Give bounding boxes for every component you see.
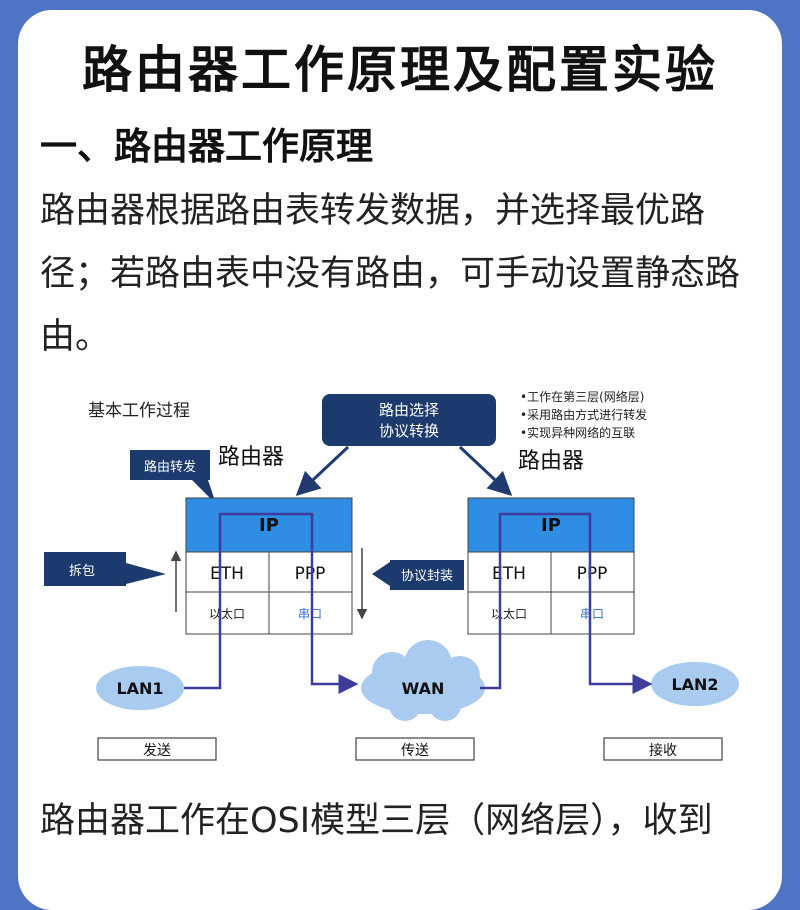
router1-serial-port: 串口 [298, 607, 322, 621]
process-label: 基本工作过程 [88, 401, 190, 421]
wan-cloud [361, 640, 485, 721]
step-receive [603, 737, 723, 761]
router2-ppp: PPP [577, 564, 608, 584]
tag-routing-forward-label: 路由转发 [144, 459, 196, 475]
step-receive-label: 接收 [649, 742, 677, 759]
router2-eth-port: 以太口 [491, 606, 527, 621]
page-title: 路由器工作原理及配置实验 [82, 41, 718, 99]
tag-unpack-label: 拆包 [69, 564, 95, 579]
tag-encapsulation-label: 协议封装 [401, 569, 453, 584]
top-box-line-2: 协议转换 [379, 422, 439, 440]
step-transfer-label: 传送 [401, 743, 429, 759]
step-send-label: 发送 [143, 743, 171, 759]
flow-path-router1 [184, 512, 359, 694]
note-3: •实现异种网络的互联 [520, 425, 635, 440]
arrow-to-router-2 [458, 445, 513, 497]
tag-unpack [44, 552, 126, 586]
router1-ip-layer [185, 497, 353, 553]
router-label-1: 路由器 [218, 445, 284, 470]
routing-selection-box [322, 394, 496, 446]
section-heading: 一、路由器工作原理 [40, 125, 373, 168]
step-send [97, 737, 217, 761]
router1-ppp: PPP [295, 564, 326, 584]
note-2: •采用路由方式进行转发 [520, 407, 647, 422]
top-box-line-1: 路由选择 [379, 401, 439, 419]
lan1-cloud [96, 666, 184, 710]
router-diagram: 基本工作过程 路由选择 协议转换 •工作在第三层(网络层) •采用路由方式进行转… [44, 389, 739, 761]
tag-encapsulation [390, 560, 464, 590]
tag-routing-forward [130, 450, 210, 480]
bottom-paragraph: 路由器工作在OSI模型三层（网络层），收到 [40, 801, 713, 841]
router1-eth: ETH [210, 564, 244, 584]
lan1-label: LAN1 [116, 679, 163, 698]
intro-paragraph: 路由器根据路由表转发数据，并选择最优路径；若路由表中没有路由，可手动设置静态路由… [40, 191, 741, 357]
router-label-2: 路由器 [518, 449, 584, 474]
lan2-cloud [651, 662, 739, 706]
router2-serial-port: 串口 [580, 607, 604, 621]
router1-ip: IP [259, 515, 279, 536]
router2-eth: ETH [492, 564, 526, 584]
router1-eth-port: 以太口 [209, 606, 245, 621]
wan-label: WAN [402, 679, 445, 698]
arrow-to-router-1 [295, 445, 350, 497]
flow-path-router2 [480, 512, 653, 694]
router2-ip-layer [467, 497, 635, 553]
router2-ip: IP [541, 515, 561, 536]
lan2-label: LAN2 [671, 675, 718, 694]
note-1: •工作在第三层(网络层) [520, 389, 644, 404]
step-transfer [355, 737, 475, 761]
